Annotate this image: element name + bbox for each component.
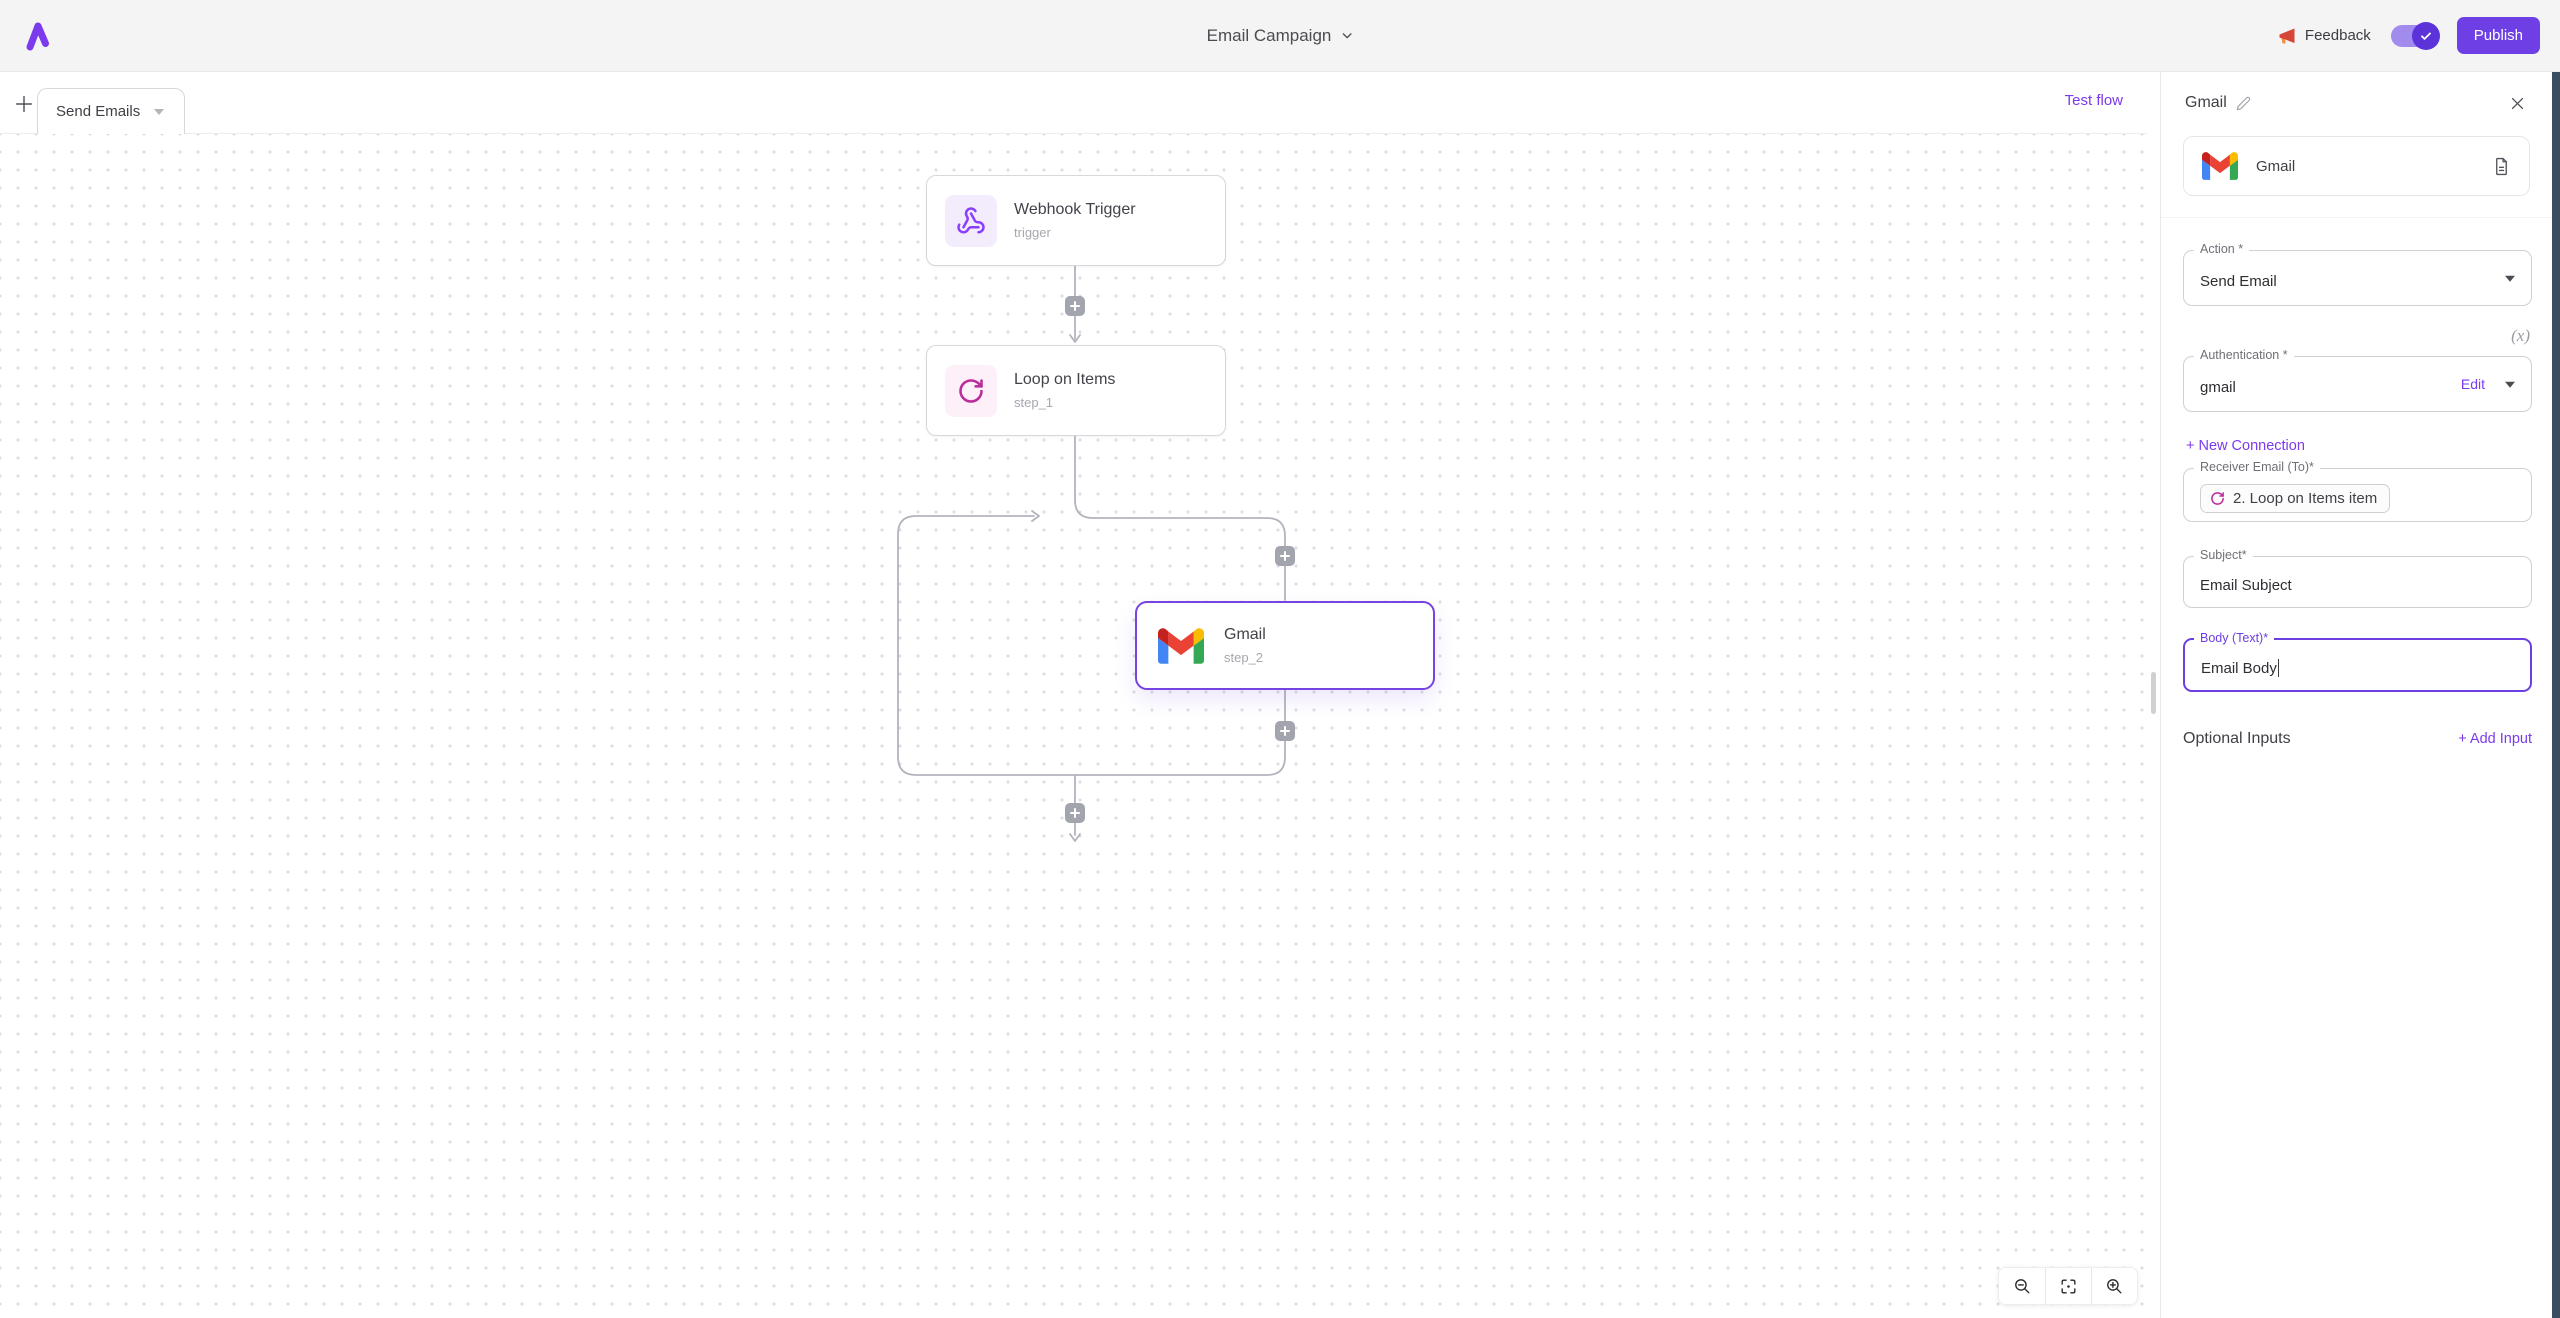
step-settings-panel: Gmail	[2160, 72, 2552, 1318]
gmail-icon	[1155, 620, 1207, 672]
node-loop-on-items[interactable]: Loop on Items step_1	[926, 345, 1226, 436]
tab-caret-icon	[154, 108, 165, 115]
node-webhook-trigger[interactable]: Webhook Trigger trigger	[926, 175, 1226, 266]
action-select[interactable]: Action * Send Email	[2183, 242, 2532, 306]
chevron-down-icon	[1342, 33, 1352, 39]
plus-icon	[1280, 726, 1290, 736]
text-cursor	[2277, 659, 2280, 677]
body-text-value: Email Body	[2201, 659, 2277, 677]
toggle-knob	[2411, 21, 2440, 50]
zoom-in-icon	[2107, 1278, 2122, 1294]
edit-step-name-button[interactable]	[2236, 96, 2251, 111]
add-step-button[interactable]	[1065, 803, 1085, 823]
node-gmail[interactable]: Gmail step_2	[1135, 601, 1435, 690]
fit-view-button[interactable]	[2045, 1268, 2091, 1304]
test-flow-button[interactable]: Test flow	[2064, 92, 2123, 109]
add-flow-button[interactable]	[10, 90, 38, 118]
zoom-in-button[interactable]	[2091, 1268, 2137, 1304]
body-text-field[interactable]: Body (Text)* Email Body	[2183, 631, 2532, 692]
action-label: Action *	[2194, 242, 2250, 256]
panel-header: Gmail	[2161, 72, 2552, 128]
node-title: Gmail	[1224, 626, 1266, 643]
token-label: 2. Loop on Items item	[2233, 489, 2378, 507]
panel-scrollbar[interactable]	[2151, 672, 2156, 714]
tab-bar: Send Emails Test flow	[0, 72, 2147, 134]
chevron-down-icon	[2505, 275, 2515, 282]
receiver-email-field[interactable]: Receiver Email (To)* 2. Loop on Items it…	[2183, 460, 2532, 522]
optional-inputs-section: Optional Inputs + Add Input	[2183, 730, 2532, 748]
auth-section: (x) Authentication * gmail Edit	[2183, 326, 2532, 412]
dynamic-value-toggle[interactable]: (x)	[2511, 326, 2530, 345]
activepieces-logo-icon[interactable]	[22, 19, 56, 53]
check-icon	[2420, 32, 2431, 40]
auth-select[interactable]: Authentication * gmail Edit	[2183, 348, 2532, 412]
subject-label: Subject*	[2194, 548, 2253, 562]
main-area: Send Emails Test flow	[0, 72, 2560, 1318]
flow-title-menu[interactable]: Email Campaign	[1207, 26, 1354, 46]
canvas-zoom-toolbar	[1998, 1267, 2138, 1305]
edit-connection-button[interactable]: Edit	[2460, 376, 2485, 392]
gmail-icon	[2202, 152, 2238, 180]
auth-value: gmail	[2200, 378, 2236, 396]
add-step-button[interactable]	[1275, 721, 1295, 741]
flow-title: Email Campaign	[1206, 25, 1332, 45]
node-subtitle: step_1	[1014, 395, 1054, 410]
chevron-down-icon	[2505, 381, 2515, 388]
document-icon	[2496, 157, 2507, 175]
plus-icon	[15, 95, 33, 113]
loop-icon	[2211, 491, 2224, 505]
fit-view-icon	[2061, 1278, 2076, 1294]
add-step-button[interactable]	[1275, 546, 1295, 566]
optional-inputs-label: Optional Inputs	[2183, 730, 2291, 747]
action-value: Send Email	[2200, 272, 2277, 290]
loop-icon	[945, 364, 997, 417]
step-name: Gmail	[2185, 94, 2227, 111]
node-title: Webhook Trigger	[1014, 201, 1136, 218]
feedback-button[interactable]: Feedback	[2277, 26, 2371, 46]
panel-gutter	[2147, 72, 2160, 1318]
top-header: Email Campaign Feedback Publi	[0, 0, 2560, 72]
webhook-icon	[945, 194, 997, 247]
subject-field[interactable]: Subject* Email Subject	[2183, 548, 2532, 608]
header-actions: Feedback Publish	[2277, 17, 2540, 54]
auth-label: Authentication *	[2194, 348, 2294, 362]
zoom-out-icon	[2014, 1278, 2030, 1294]
window-edge-strip	[2552, 72, 2560, 1318]
body-text-label: Body (Text)*	[2194, 631, 2275, 645]
add-input-button[interactable]: + Add Input	[2458, 731, 2532, 747]
divider	[2161, 217, 2552, 218]
megaphone-icon	[2279, 28, 2295, 43]
close-panel-button[interactable]	[2509, 95, 2526, 112]
add-step-button[interactable]	[1065, 296, 1085, 316]
piece-name: Gmail	[2256, 157, 2296, 175]
node-subtitle: step_2	[1224, 650, 1264, 665]
feedback-label: Feedback	[2304, 27, 2371, 44]
subject-value: Email Subject	[2200, 576, 2292, 594]
publish-toggle[interactable]	[2390, 21, 2440, 50]
pencil-icon	[2236, 96, 2250, 110]
publish-button[interactable]: Publish	[2456, 17, 2540, 54]
piece-info-card: Gmail	[2183, 136, 2530, 196]
new-connection-button[interactable]: + New Connection	[2186, 438, 2305, 454]
close-icon	[2511, 97, 2524, 109]
plus-icon	[1070, 301, 1080, 311]
node-subtitle: trigger	[1014, 225, 1051, 240]
plus-icon	[1070, 808, 1080, 818]
loop-item-token-chip[interactable]: 2. Loop on Items item	[2200, 483, 2391, 513]
tab-label: Send Emails	[56, 103, 141, 120]
zoom-out-button[interactable]	[1999, 1268, 2045, 1304]
node-title: Loop on Items	[1014, 371, 1116, 388]
tab-send-emails[interactable]: Send Emails	[37, 88, 185, 134]
flow-canvas[interactable]: Send Emails Test flow	[0, 72, 2160, 1318]
step-config-form: Action * Send Email (x) Authentication *…	[2161, 218, 2552, 748]
docs-button[interactable]	[2492, 157, 2511, 176]
receiver-email-label: Receiver Email (To)*	[2194, 460, 2320, 474]
plus-icon	[1280, 551, 1290, 561]
